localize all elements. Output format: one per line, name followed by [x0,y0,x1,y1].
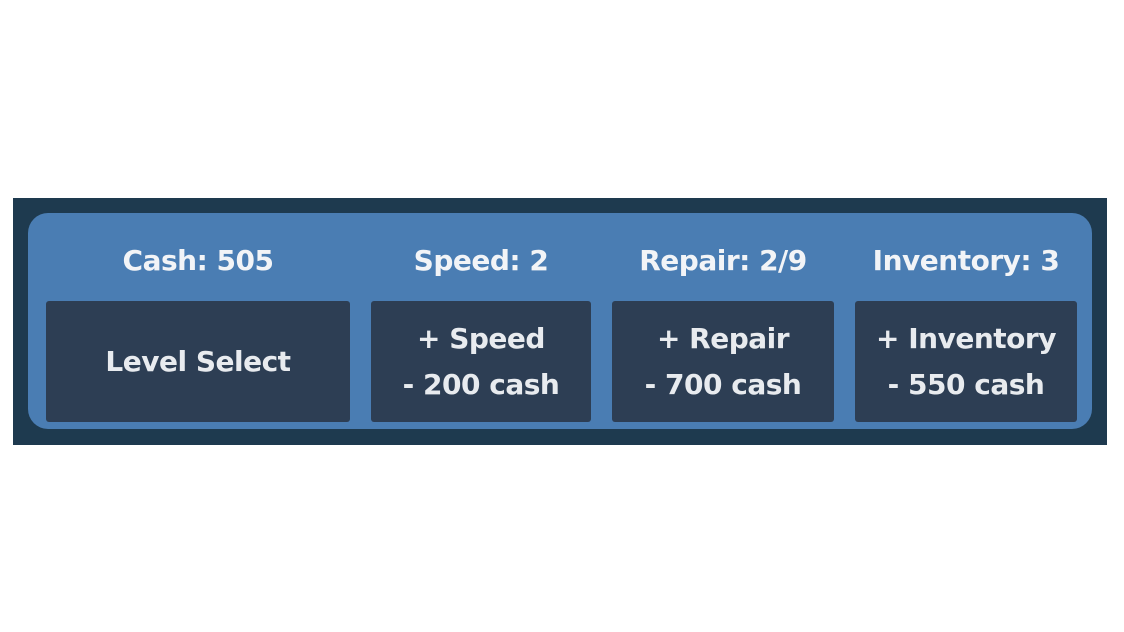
upgrade-speed-cost: - 200 cash [402,367,560,401]
upgrade-speed-label: + Speed [417,321,545,355]
level-select-button[interactable]: Level Select [46,301,350,422]
upgrade-inventory-button[interactable]: + Inventory - 550 cash [855,301,1077,422]
speed-stat: Speed: 2 [413,244,549,277]
repair-stat: Repair: 2/9 [639,244,807,277]
cash-stat: Cash: 505 [122,244,274,277]
level-select-label: Level Select [105,344,291,378]
upgrade-inventory-cost: - 550 cash [887,367,1045,401]
upgrade-repair-label: + Repair [656,321,790,355]
upgrade-inventory-label: + Inventory [876,321,1056,355]
game-frame: Cash: 505 Speed: 2 Repair: 2/9 Inventory… [13,198,1107,445]
shop-panel: Cash: 505 Speed: 2 Repair: 2/9 Inventory… [28,213,1092,429]
upgrade-speed-button[interactable]: + Speed - 200 cash [371,301,591,422]
upgrade-repair-button[interactable]: + Repair - 700 cash [612,301,834,422]
inventory-stat: Inventory: 3 [872,244,1060,277]
upgrade-repair-cost: - 700 cash [644,367,802,401]
